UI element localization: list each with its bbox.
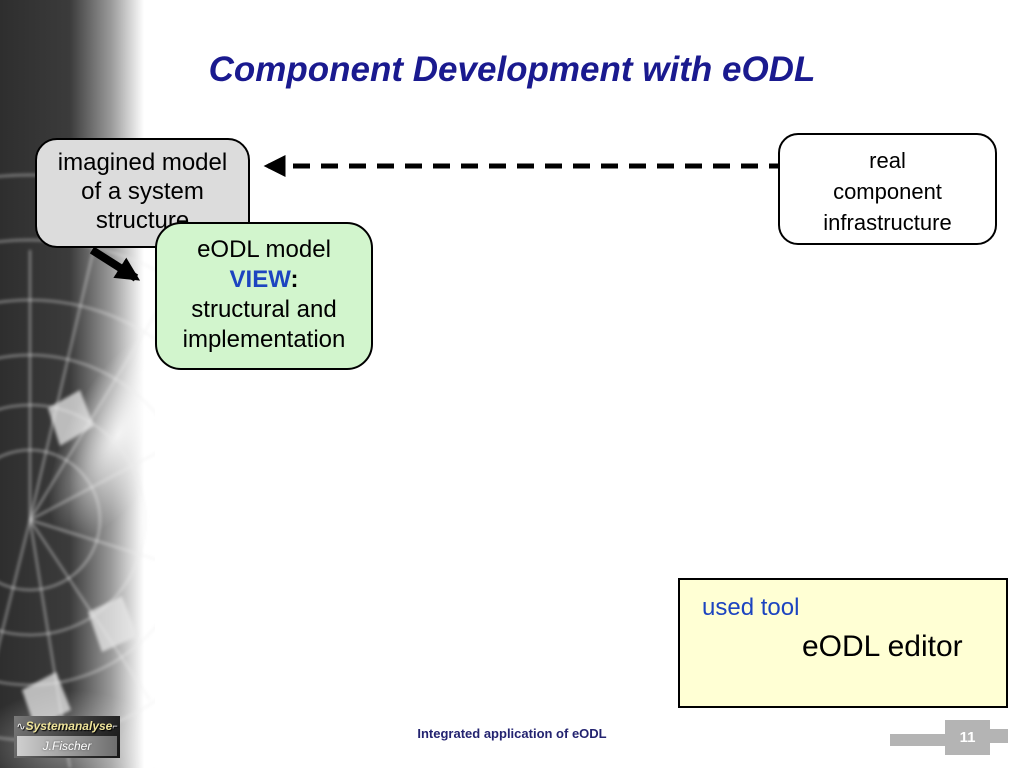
eodl-model-line2: structural and [191,296,337,323]
logo-brand-text: Systemanalyse [25,719,113,733]
logo-author-text: J.Fischer [17,736,117,756]
view-keyword: VIEW [229,266,291,293]
waveform-icon: ∿ [16,721,26,733]
logo-brand-line: ∿Systemanalyse⌐ [14,716,120,736]
eodl-model-keyword-line: VIEW: [157,265,371,295]
eodl-model-line1: eODL model [197,236,331,263]
slide-title: Component Development with eODL [208,50,816,89]
view-colon: : [290,266,299,293]
corner-mark-icon: ⌐ [112,721,118,731]
eodl-model-view-box: eODL model VIEW: structural and implemen… [155,222,373,370]
eodl-model-line3: implementation [182,326,346,353]
used-tool-label: used tool [702,594,800,621]
systemanalyse-logo: ∿Systemanalyse⌐ J.Fischer [14,716,120,758]
sidebar-texture-image [0,0,155,768]
real-infrastructure-box: real component infrastructure [778,133,997,245]
footer-caption: Integrated application of eODL [417,726,607,741]
imagined-model-text: imagined model of a system structure [57,149,228,234]
eodl-editor-label: eODL editor [802,630,963,663]
real-infrastructure-text: real component infrastructure [823,148,952,235]
used-tool-legend-box: used tool eODL editor [678,578,1008,708]
